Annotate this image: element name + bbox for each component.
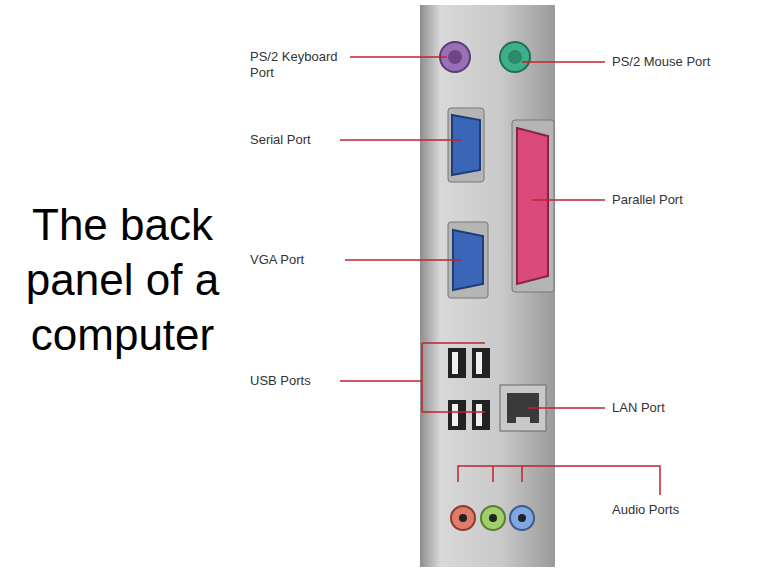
usb-port <box>448 400 466 430</box>
leader-line <box>532 199 605 201</box>
usb-port <box>476 404 482 426</box>
diagram-title: The back panel of a computer <box>15 197 230 362</box>
usb-port <box>476 352 482 374</box>
audio-port <box>518 514 526 522</box>
leader-line <box>528 407 605 409</box>
parallel-port <box>512 120 554 292</box>
port-label: PS/2 Mouse Port <box>612 54 752 70</box>
audio-port <box>451 506 475 530</box>
usb-port <box>448 348 490 430</box>
leader-line <box>340 343 485 412</box>
back-panel <box>420 5 555 567</box>
ps2-mouse-port <box>500 42 530 72</box>
audio-port <box>451 506 534 530</box>
ps2-keyboard-port <box>448 50 462 64</box>
serial-port <box>448 108 484 182</box>
port-label: Parallel Port <box>612 192 752 208</box>
parallel-port <box>512 120 554 292</box>
parallel-port <box>517 128 548 284</box>
usb-port <box>472 348 490 378</box>
leader-line <box>350 56 447 58</box>
port-label: VGA Port <box>250 252 390 268</box>
usb-port <box>452 352 458 374</box>
leader-line <box>340 57 660 495</box>
audio-port <box>489 514 497 522</box>
usb-port <box>448 348 466 378</box>
serial-port <box>448 108 484 182</box>
audio-port <box>481 506 505 530</box>
lan-port <box>516 417 530 423</box>
port-label: Audio Ports <box>612 502 752 518</box>
leader-line <box>458 466 660 495</box>
leader-line <box>345 259 462 261</box>
port-label: PS/2 Keyboard Port <box>250 49 350 81</box>
leader-line <box>340 139 462 141</box>
audio-port <box>459 514 467 522</box>
usb-port <box>452 404 458 426</box>
serial-port <box>452 115 480 175</box>
usb-port <box>472 400 490 430</box>
port-label: LAN Port <box>612 400 752 416</box>
ps2-mouse-port <box>508 50 522 64</box>
ps2-mouse-port <box>500 42 530 72</box>
port-label: USB Ports <box>250 373 390 389</box>
audio-port <box>510 506 534 530</box>
leader-line <box>522 61 605 63</box>
port-label: Serial Port <box>250 132 390 148</box>
